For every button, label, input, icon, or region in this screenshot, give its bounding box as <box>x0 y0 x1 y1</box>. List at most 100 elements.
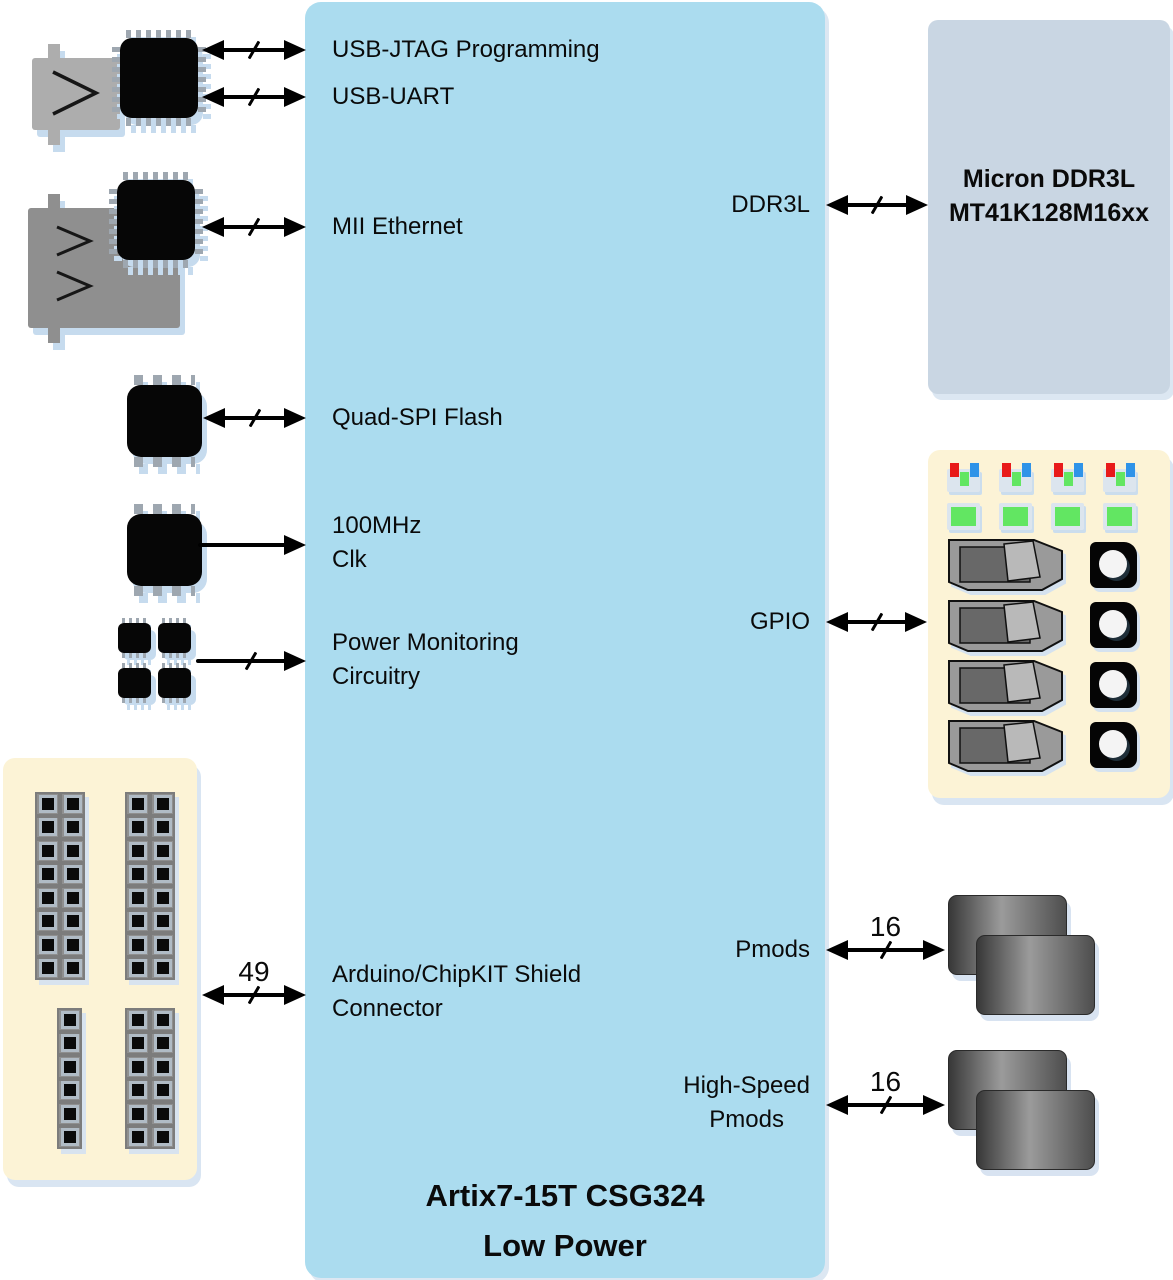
gpio-module <box>928 450 1170 798</box>
led-green <box>1116 472 1125 486</box>
header-pin <box>35 933 60 957</box>
hs-pmods-line2: Pmods <box>709 1106 784 1133</box>
power-monitor-chip-icon <box>158 618 191 658</box>
push-button-icon <box>1090 602 1137 648</box>
port-label-clock: 100MHz Clk <box>332 509 421 577</box>
arrowhead-right <box>284 40 306 60</box>
header-pin <box>150 1125 175 1149</box>
green-led-icon <box>947 503 980 530</box>
green-led-icon <box>999 503 1032 530</box>
pin-header-icon <box>125 1008 175 1149</box>
arrowhead-right <box>284 535 306 555</box>
header-pin <box>125 862 150 886</box>
usb-chevron-icon <box>52 70 100 116</box>
led-red <box>1106 463 1115 477</box>
chip-pins <box>126 30 192 38</box>
pmod-port-icon <box>976 935 1095 1015</box>
led-blue <box>1022 463 1031 477</box>
fpga-title-line2: Low Power <box>483 1228 647 1263</box>
arrowhead-left <box>202 217 224 237</box>
bus-arrow-arduino-shield: 49 <box>202 956 306 1007</box>
chip-pins <box>198 44 206 112</box>
chip-pins <box>134 375 195 385</box>
push-button-icon <box>1090 542 1137 588</box>
port-label-quad-spi: Quad-SPI Flash <box>332 404 503 431</box>
header-pin <box>150 862 175 886</box>
header-pin <box>125 1078 150 1102</box>
arduino-line2: Connector <box>332 995 443 1022</box>
chip-body <box>127 385 202 457</box>
led-green <box>1012 472 1021 486</box>
chip-pins <box>112 44 120 112</box>
port-label-usb-jtag: USB-JTAG Programming <box>332 36 600 63</box>
green-led-icon <box>1051 503 1084 530</box>
header-pin <box>125 815 150 839</box>
header-pin <box>35 909 60 933</box>
slide-switch-icon <box>948 720 1063 772</box>
fpga-block: USB-JTAG Programming USB-UART MII Ethern… <box>305 2 825 1278</box>
button-cap <box>1099 610 1127 638</box>
header-pin <box>150 792 175 816</box>
led-blue <box>970 463 979 477</box>
header-pin <box>125 792 150 816</box>
header-pin <box>125 956 150 980</box>
chip-body <box>158 668 191 698</box>
arrowhead-right <box>284 651 306 671</box>
chip-pins <box>162 698 187 703</box>
header-pin <box>57 1125 82 1149</box>
power-monitor-chip-icon <box>158 663 191 703</box>
header-pin <box>125 1102 150 1126</box>
power-monitor-chip-icon <box>118 618 151 658</box>
header-pin <box>60 956 85 980</box>
header-pin <box>150 886 175 910</box>
bus-arrow-usb-jtag <box>202 38 306 62</box>
chip-pins <box>122 618 147 623</box>
slide-switch-icon <box>948 600 1063 652</box>
button-cap <box>1099 670 1127 698</box>
chip-body <box>117 180 195 260</box>
arrowhead-left <box>202 87 224 107</box>
clock-line1: 100MHz <box>332 512 422 539</box>
port-label-gpio: GPIO <box>749 608 810 635</box>
port-label-arduino-shield: Arduino/ChipKIT Shield Connector <box>332 958 581 1026</box>
ethernet-chevron-icon <box>56 225 94 302</box>
chip-pins <box>122 653 147 658</box>
arrowhead-right <box>284 87 306 107</box>
usb-connector-icon <box>32 44 120 145</box>
arrowhead-left <box>826 195 848 215</box>
port-label-mii-ethernet: MII Ethernet <box>332 213 463 240</box>
arrowhead-left <box>203 408 225 428</box>
header-pin <box>60 839 85 863</box>
header-pin <box>150 1078 175 1102</box>
header-pin <box>125 933 150 957</box>
led-green <box>1064 472 1073 486</box>
header-pin <box>57 1008 82 1032</box>
header-pin <box>35 815 60 839</box>
hs-pmods-line1: High-Speed <box>683 1072 810 1099</box>
arrowhead-right <box>284 217 306 237</box>
ddr-memory-block: Micron DDR3L MT41K128M16xx <box>928 20 1170 394</box>
power-line2: Circuitry <box>332 663 420 690</box>
arduino-line1: Arduino/ChipKIT Shield <box>332 961 582 988</box>
chip-body <box>118 668 151 698</box>
usb-controller-chip-icon <box>112 30 206 126</box>
header-pin <box>125 1008 150 1032</box>
header-pin <box>35 792 60 816</box>
header-pin <box>150 1008 175 1032</box>
chip-pins <box>195 186 203 254</box>
chip-body <box>158 623 191 653</box>
header-pin <box>125 1125 150 1149</box>
arrowhead-right <box>923 940 945 960</box>
arrowhead-right <box>905 612 927 632</box>
header-pin <box>57 1055 82 1079</box>
header-pin <box>150 1102 175 1126</box>
slide-switch-icon <box>948 539 1063 591</box>
shield-connector-module <box>3 758 197 1180</box>
header-pin <box>60 886 85 910</box>
ddr-line1: Micron DDR3L <box>962 165 1136 193</box>
header-pin <box>35 956 60 980</box>
header-pin <box>60 862 85 886</box>
arrowhead-left <box>202 40 224 60</box>
port-label-ddr3l: DDR3L <box>731 191 810 218</box>
chip-pins <box>126 118 192 126</box>
